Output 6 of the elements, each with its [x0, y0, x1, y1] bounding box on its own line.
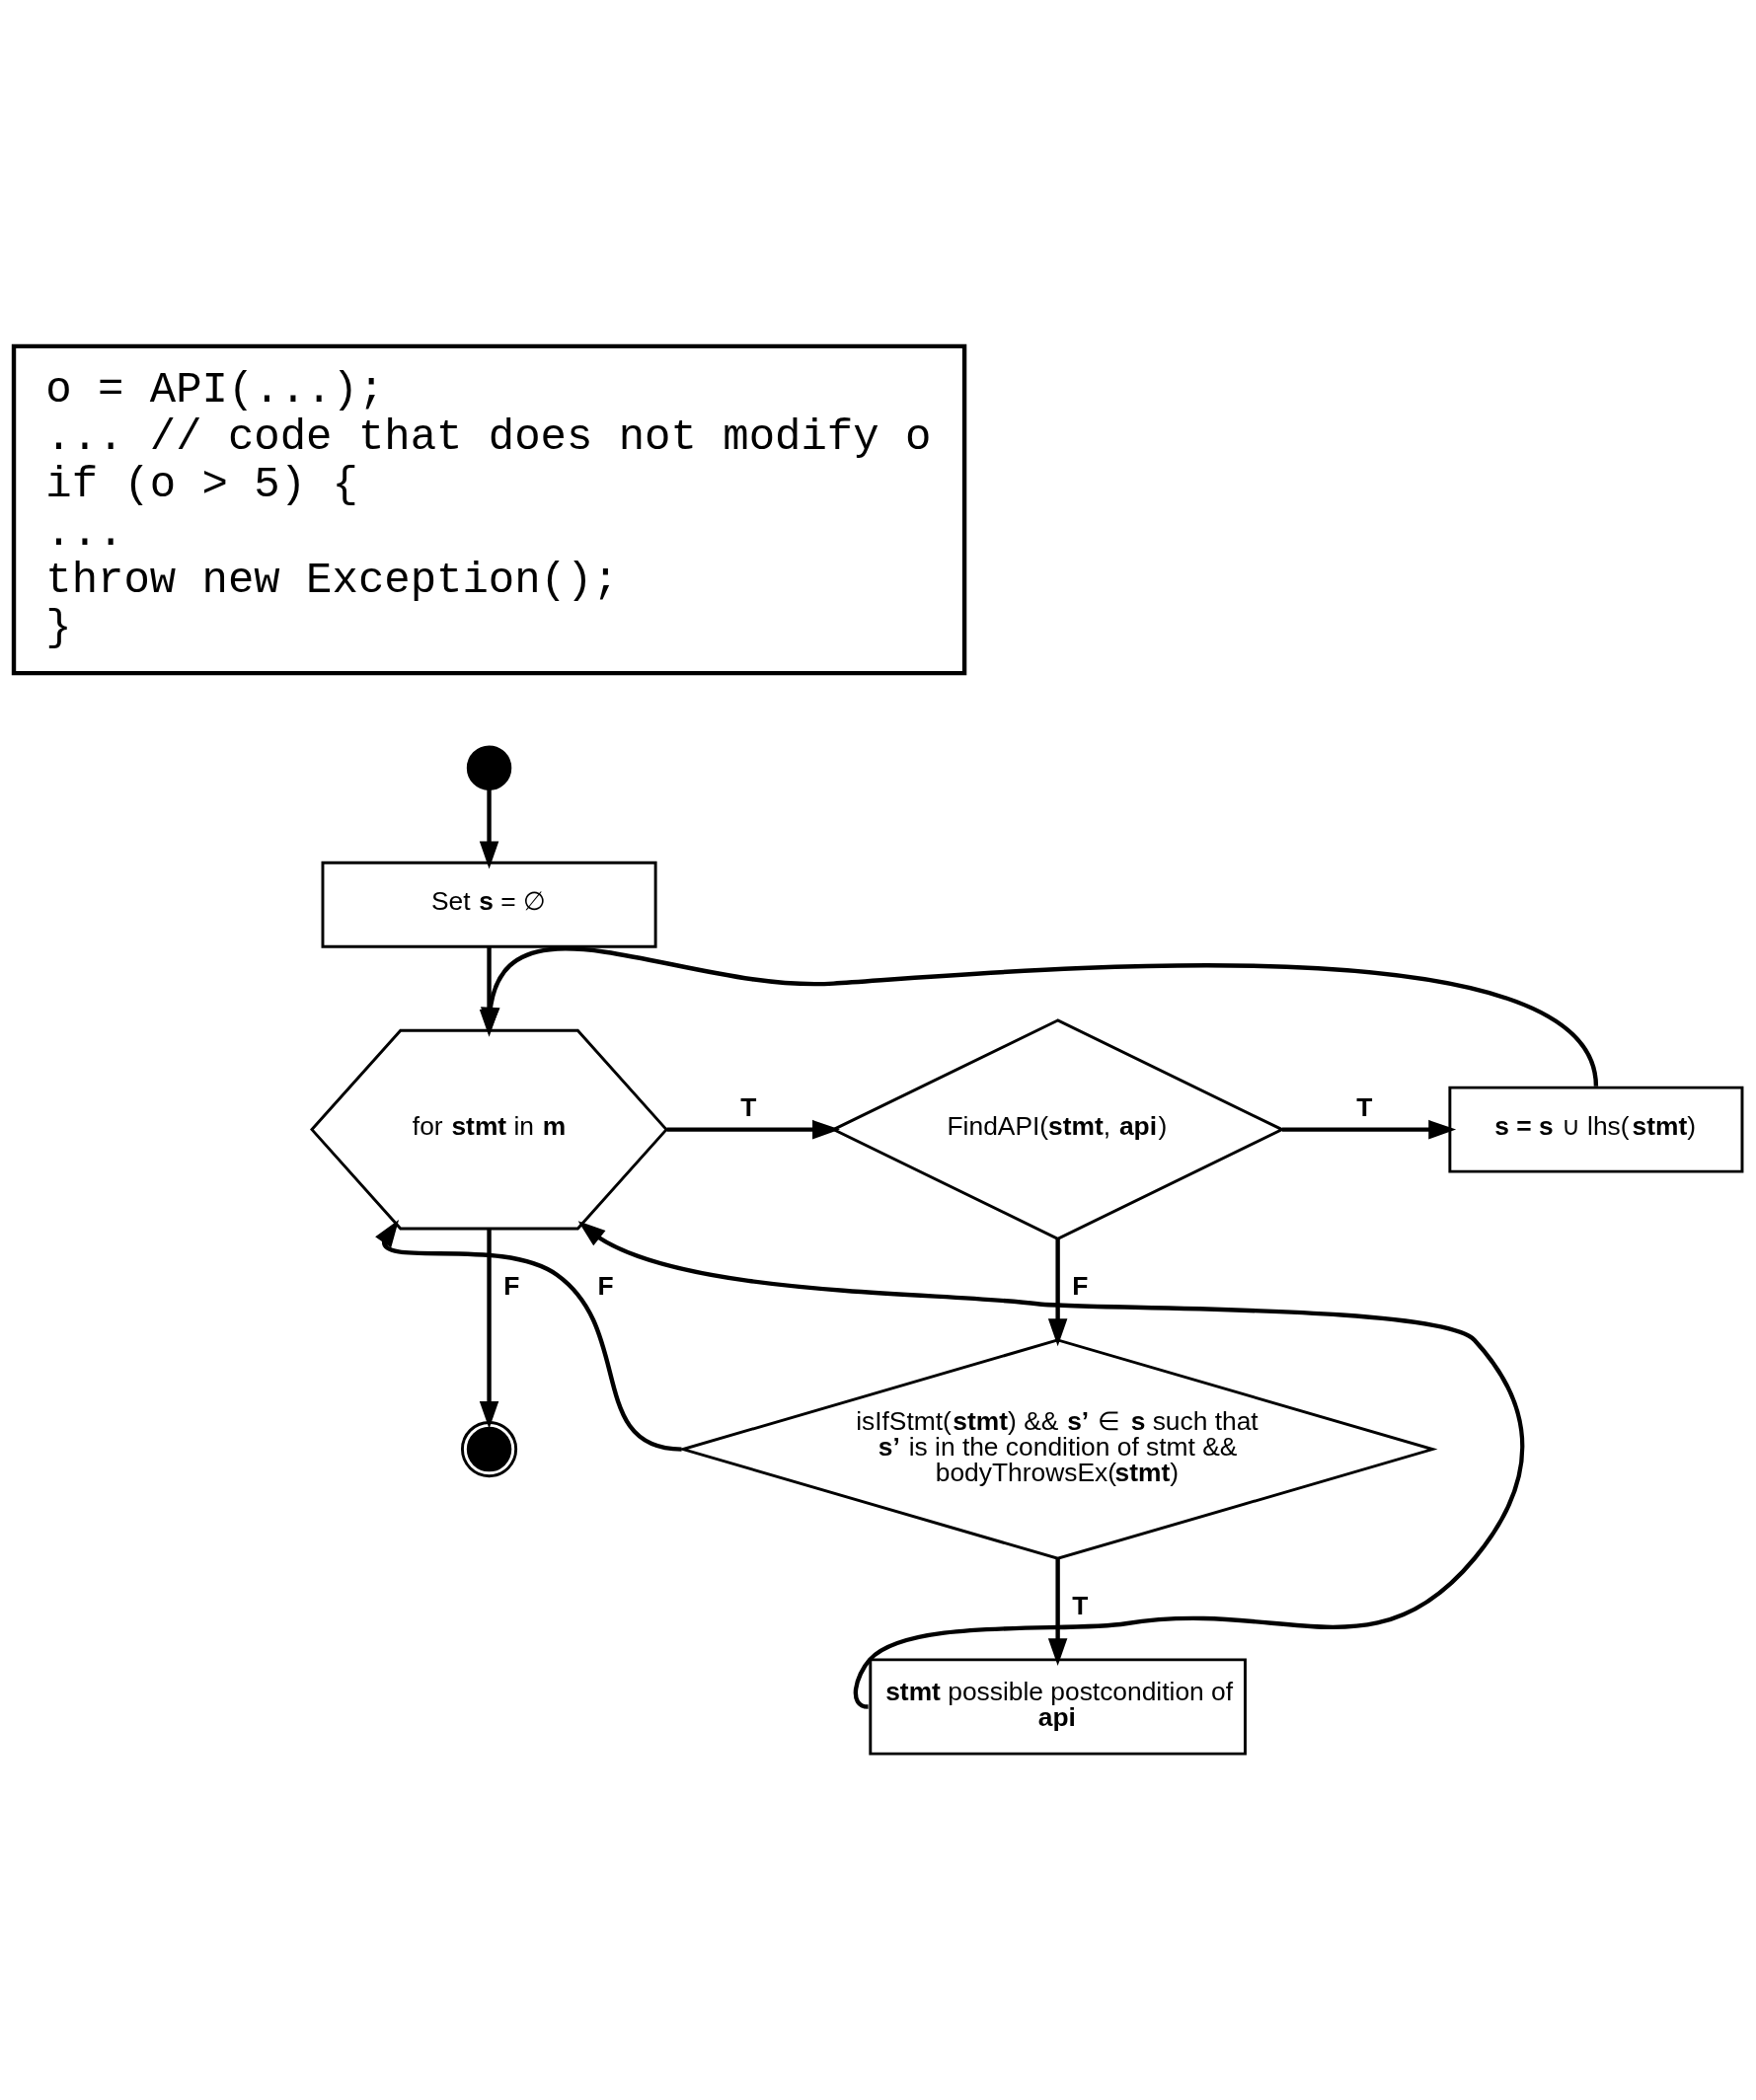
edge-label: F	[503, 1270, 520, 1301]
edge-label: T	[1072, 1590, 1089, 1620]
edge-label: F	[597, 1270, 614, 1301]
edge-label: T	[1356, 1091, 1373, 1122]
edge-label: F	[1072, 1270, 1089, 1301]
edge-label: T	[740, 1091, 757, 1122]
